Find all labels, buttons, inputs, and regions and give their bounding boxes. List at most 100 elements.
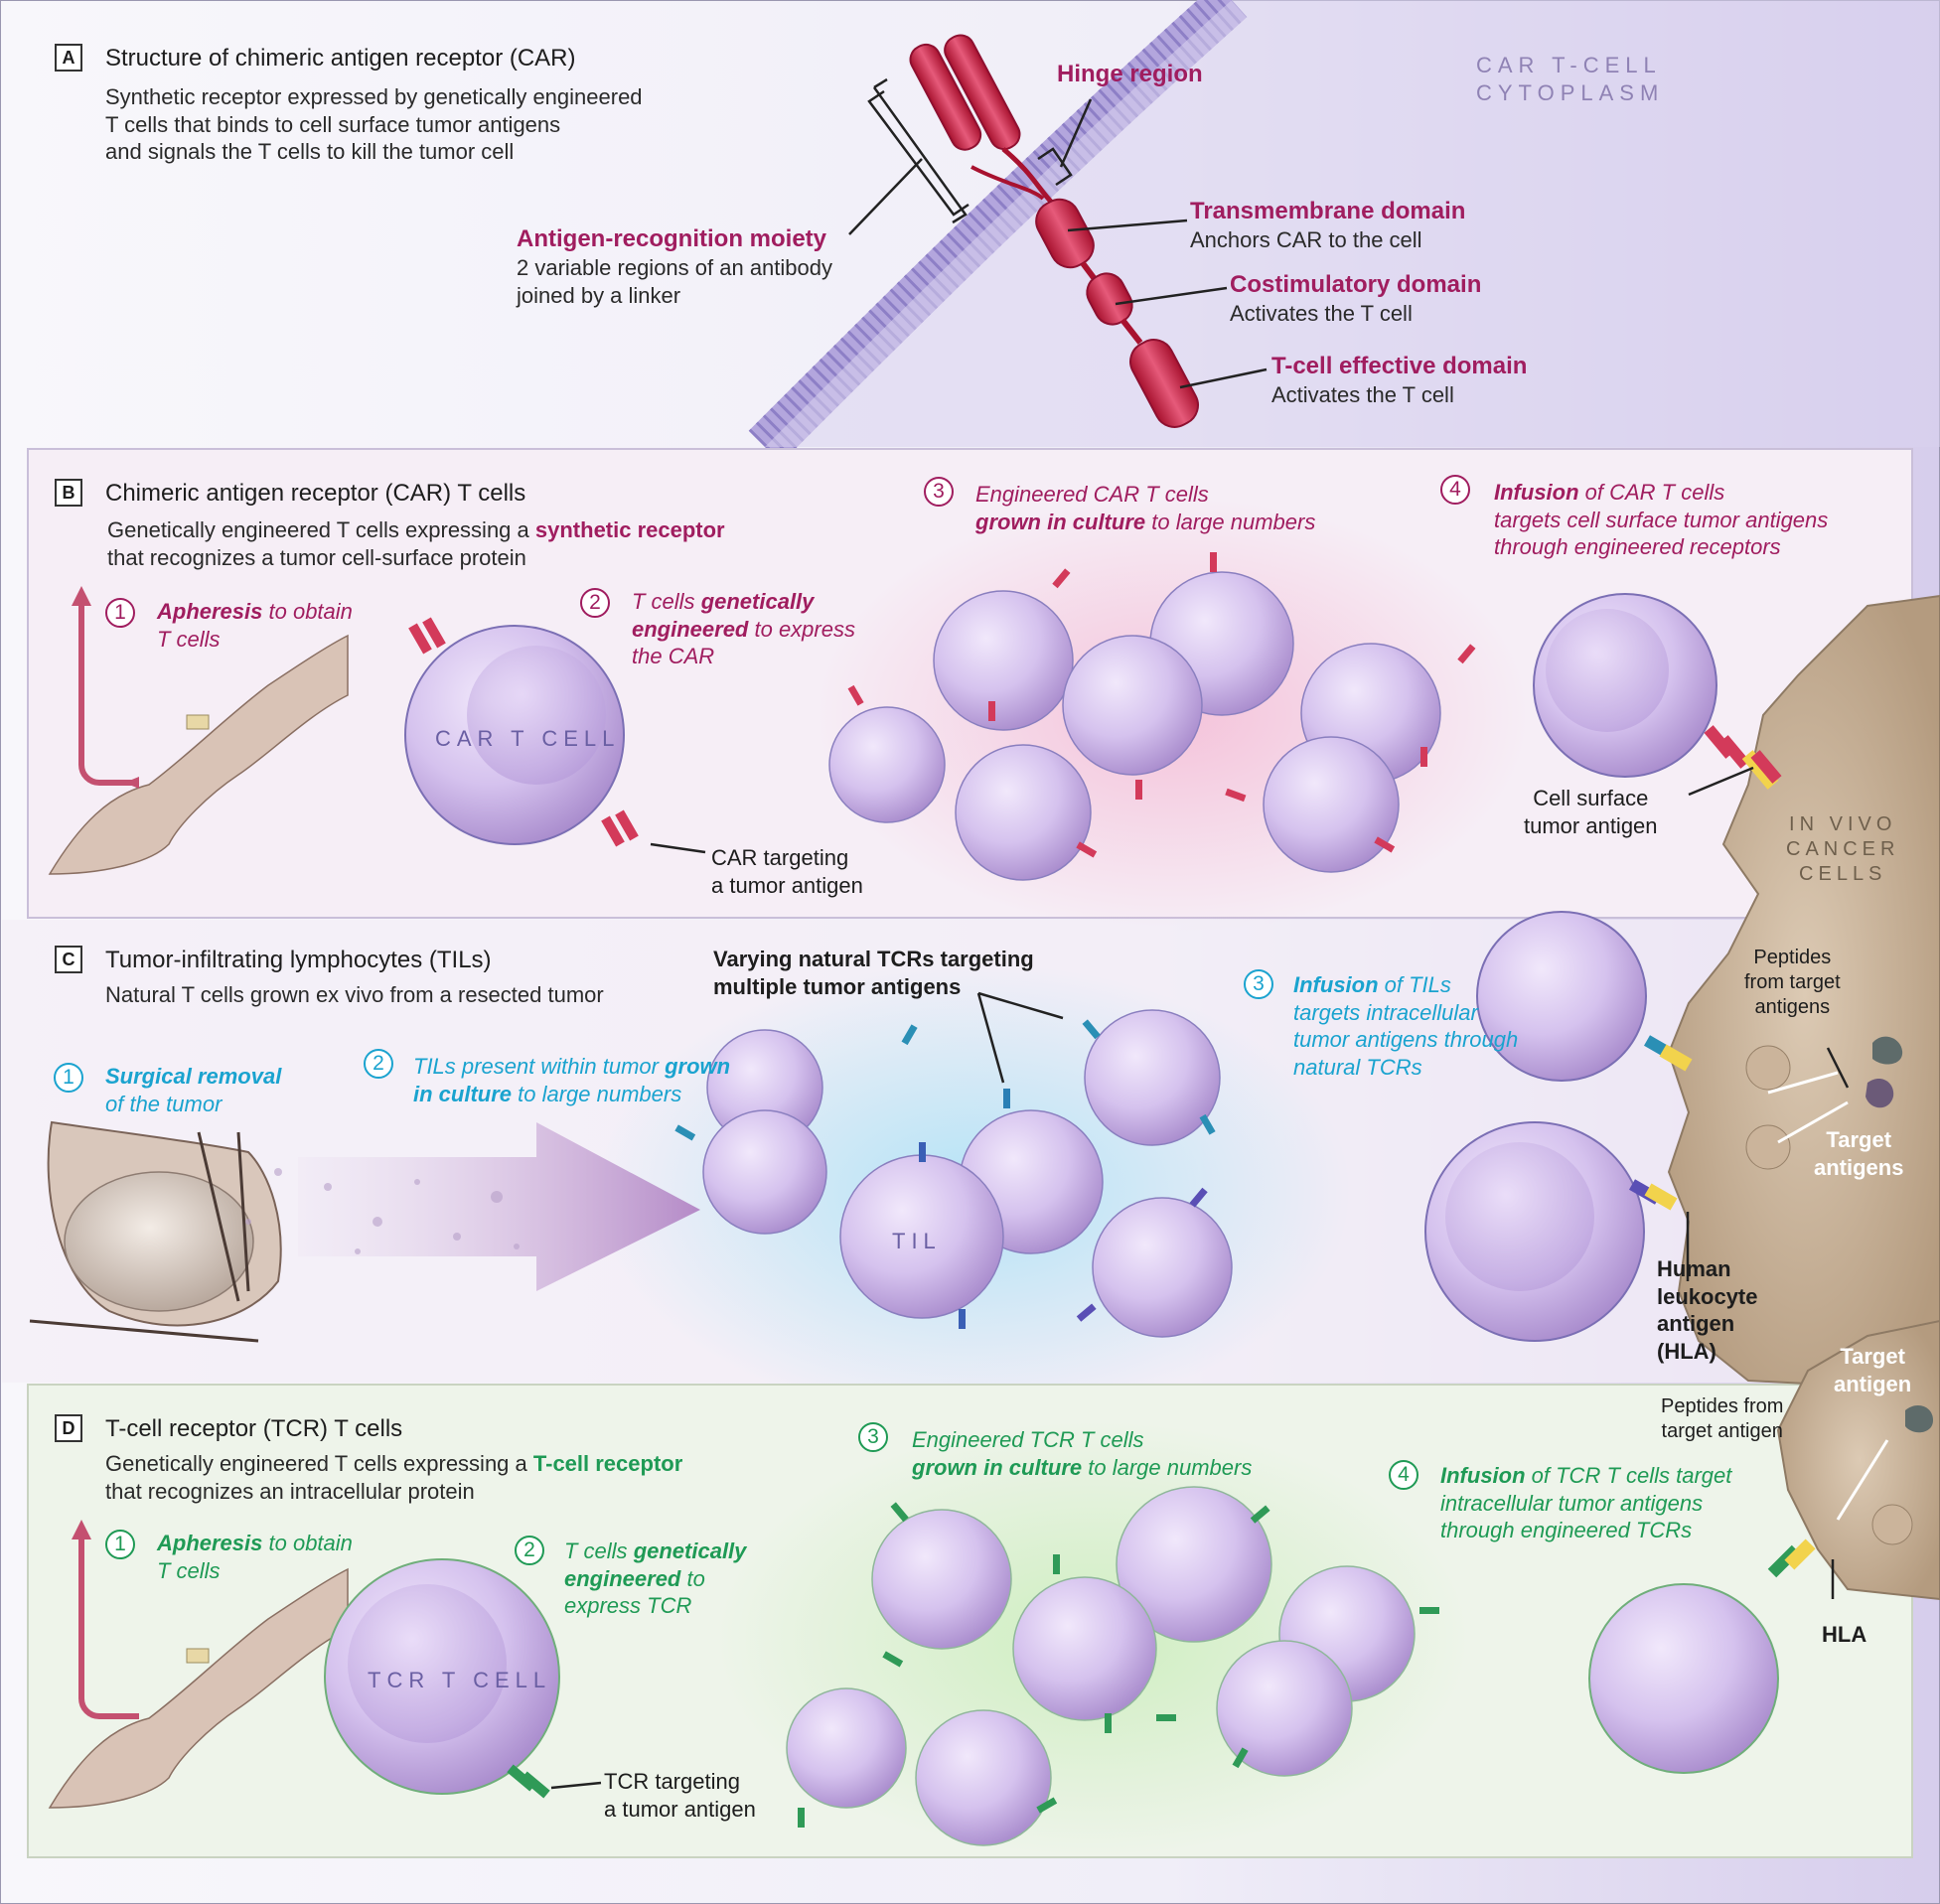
- step-line: Infusion of TCR T cells target: [1440, 1462, 1731, 1490]
- target-antigen-label: Target antigen: [1834, 1343, 1911, 1397]
- panel-d-body-line: Genetically engineered T cells expressin…: [105, 1450, 682, 1478]
- cell-membrane: [748, 0, 1940, 464]
- antigen-moiety-line: 2 variable regions of an antibody: [517, 255, 832, 280]
- panel-c-step3: Infusion of TILs targets intracellular t…: [1293, 971, 1518, 1081]
- step-number: 3: [858, 1422, 888, 1452]
- car-targeting-line: CAR targeting: [711, 845, 849, 870]
- panel-a-letter: A: [55, 44, 82, 72]
- step-number: 3: [1244, 969, 1273, 999]
- step-text: of TILs: [1378, 972, 1451, 997]
- car-t-cell-large: [404, 617, 706, 854]
- effective-domain-label: T-cell effective domain Activates the T …: [1271, 352, 1527, 409]
- natural-tcr-label: Varying natural TCRs targeting multiple …: [713, 946, 1034, 1000]
- step-emphasis: Infusion: [1440, 1463, 1526, 1488]
- step-text: of TCR T cells target: [1525, 1463, 1732, 1488]
- tcr-t-cell-infusion: [1588, 1538, 1835, 1774]
- step-line: natural TCRs: [1293, 1054, 1422, 1080]
- target-antigens-line: antigens: [1814, 1154, 1904, 1180]
- panel-d-step2: T cells genetically engineered to expres…: [564, 1538, 746, 1620]
- step-line: grown in culture to large numbers: [912, 1454, 1252, 1482]
- costimulatory-desc: Activates the T cell: [1230, 301, 1413, 326]
- peptides-line: from target: [1744, 971, 1841, 993]
- transmembrane-desc: Anchors CAR to the cell: [1190, 227, 1422, 252]
- step-line: targets cell surface tumor antigens: [1494, 507, 1829, 532]
- panel-c-step1: Surgical removal of the tumor: [105, 1063, 281, 1117]
- panel-a-body-line: and signals the T cells to kill the tumo…: [105, 139, 515, 164]
- step-text: to: [680, 1565, 705, 1591]
- step-number: 4: [1389, 1460, 1418, 1490]
- panel-a-title: Structure of chimeric antigen receptor (…: [105, 45, 576, 72]
- step-emphasis: in culture: [413, 1081, 513, 1106]
- peptides-target-line: Peptides from: [1661, 1395, 1784, 1417]
- hla-line: leukocyte: [1657, 1283, 1758, 1309]
- hinge-region-label: Hinge region: [1057, 61, 1203, 87]
- step-number: 2: [364, 1049, 393, 1079]
- step-line: engineered to express: [632, 616, 855, 644]
- tcr-t-cell-large: [324, 1558, 602, 1799]
- step-text: to obtain: [262, 599, 353, 624]
- step-number: 1: [105, 1530, 135, 1559]
- step-number: 2: [580, 588, 610, 618]
- apheresis-arm-b: [48, 586, 349, 875]
- hla-long-label: Human leukocyte antigen (HLA): [1657, 1255, 1758, 1365]
- step-number: 1: [54, 1063, 83, 1093]
- step-text: to express: [748, 616, 855, 642]
- hla-line: (HLA): [1657, 1338, 1716, 1364]
- step-emphasis: genetically: [700, 589, 815, 614]
- step-line: intracellular tumor antigens: [1440, 1490, 1704, 1516]
- cell-surface-antigen-label: Cell surface tumor antigen: [1524, 785, 1658, 839]
- step-line: express TCR: [564, 1593, 692, 1618]
- step-line: Infusion of TILs: [1293, 971, 1518, 999]
- panel-b-step1: Apheresis to obtain T cells: [157, 598, 353, 653]
- step-emphasis: Infusion: [1494, 480, 1579, 505]
- til-infusion-cells: [1424, 911, 1850, 1342]
- step-emphasis: Apheresis: [157, 1531, 263, 1555]
- step-line: through engineered TCRs: [1440, 1518, 1693, 1542]
- car-targeting-label: CAR targeting a tumor antigen: [711, 844, 863, 899]
- step-line: T cells: [157, 1557, 221, 1583]
- step-line: through engineered receptors: [1494, 534, 1781, 559]
- in-vivo-line: IN VIVO: [1789, 813, 1897, 835]
- step-emphasis: Infusion: [1293, 972, 1379, 997]
- car-targeting-line: a tumor antigen: [711, 872, 863, 898]
- step-line: Engineered CAR T cells: [975, 482, 1209, 507]
- panel-c-title: Tumor-infiltrating lymphocytes (TILs): [105, 947, 492, 973]
- in-vivo-label: IN VIVO CANCER CELLS: [1786, 812, 1899, 887]
- step-line: TILs present within tumor grown: [413, 1053, 730, 1081]
- panel-a-body-line: Synthetic receptor expressed by genetica…: [105, 84, 643, 109]
- step-line: Apheresis to obtain: [157, 1530, 353, 1557]
- step-line: of the tumor: [105, 1091, 223, 1116]
- target-antigens-line: Target: [1826, 1127, 1892, 1152]
- panel-c-step2: TILs present within tumor grown in cultu…: [413, 1053, 730, 1107]
- step-text: to large numbers: [1145, 509, 1316, 534]
- tcr-targeting-line: TCR targeting: [604, 1769, 740, 1794]
- step-text: TILs present within tumor: [413, 1054, 666, 1079]
- step-number: 3: [924, 477, 954, 507]
- panel-d-title: T-cell receptor (TCR) T cells: [105, 1415, 403, 1442]
- step-number: 1: [105, 598, 135, 628]
- panel-b-letter: B: [55, 479, 82, 507]
- step-text: to obtain: [262, 1531, 353, 1555]
- car-t-cell-label: CAR T CELL: [435, 726, 621, 751]
- cytoplasm-line: CYTOPLASM: [1476, 79, 1665, 105]
- step-text: of CAR T cells: [1578, 480, 1725, 505]
- step-line: tumor antigens through: [1293, 1027, 1519, 1052]
- cytoplasm-label: CAR T-CELL CYTOPLASM: [1476, 52, 1664, 106]
- peptides-line: antigens: [1754, 996, 1831, 1018]
- panel-b-step3: Engineered CAR T cells grown in culture …: [975, 481, 1315, 535]
- cell-surface-line: tumor antigen: [1524, 812, 1658, 838]
- til-cell-label: TIL: [892, 1229, 942, 1253]
- step-emphasis: genetically: [633, 1538, 747, 1563]
- effective-domain-desc: Activates the T cell: [1271, 382, 1454, 407]
- step-line: in culture to large numbers: [413, 1081, 730, 1108]
- tcr-targeting-line: a tumor antigen: [604, 1796, 756, 1822]
- panel-d-step4: Infusion of TCR T cells target intracell…: [1440, 1462, 1731, 1544]
- step-line: targets intracellular: [1293, 999, 1478, 1025]
- panel-b-body-line: Genetically engineered T cells expressin…: [107, 516, 725, 544]
- costimulatory-label: Costimulatory domain Activates the T cel…: [1230, 270, 1481, 328]
- step-number: 2: [515, 1536, 544, 1565]
- panel-b-step4: Infusion of CAR T cells targets cell sur…: [1494, 479, 1828, 561]
- natural-tcr-line: multiple tumor antigens: [713, 973, 962, 999]
- apheresis-arm-d: [48, 1520, 349, 1809]
